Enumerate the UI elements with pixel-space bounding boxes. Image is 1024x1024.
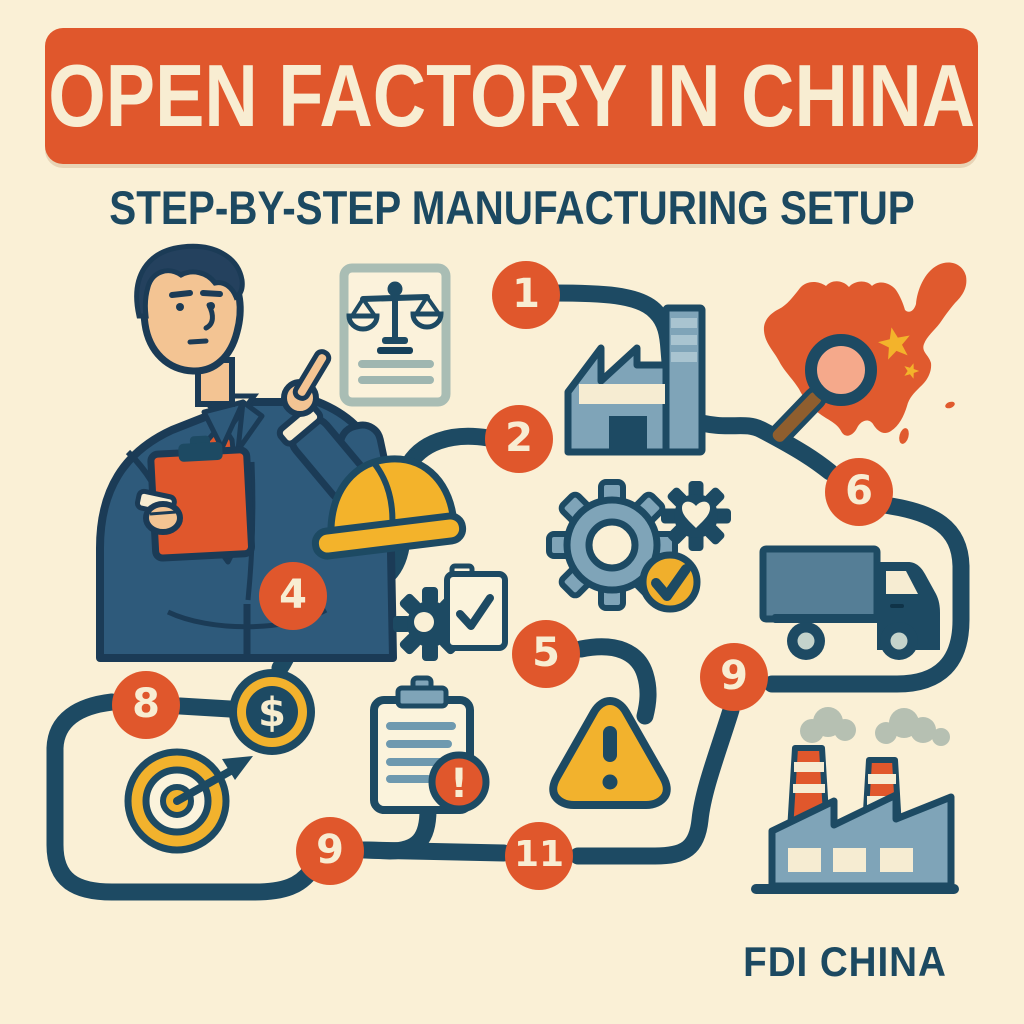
factory-building-icon — [564, 304, 706, 456]
scales-of-justice-icon — [346, 281, 444, 343]
alert-badge — [428, 751, 490, 813]
large-star-icon — [878, 327, 910, 360]
step-badge-2: 2 — [485, 405, 553, 473]
step-badge-1: 1 — [492, 261, 560, 329]
step-badge-8: 8 — [112, 671, 180, 739]
brand-footer: FDI CHINA — [743, 938, 947, 985]
gears-approval-icon — [546, 479, 731, 613]
target-arrow-icon — [124, 748, 253, 854]
poster-subtitle: STEP-BY-STEP MANUFACTURING SETUP — [109, 181, 915, 234]
step-badge-6: 6 — [825, 458, 893, 526]
warning-triangle-icon — [549, 697, 671, 809]
smokestack-factory-icon — [751, 707, 959, 894]
step-badge-11: 11 — [505, 822, 573, 890]
smoke-clouds — [800, 707, 950, 746]
gear-document-icon — [393, 563, 508, 661]
hair — [134, 243, 245, 319]
approval-check-circle — [639, 551, 701, 613]
small-star-icon — [904, 363, 920, 379]
heart-check-cutout — [682, 501, 710, 528]
pointing-finger — [292, 349, 332, 401]
arrowhead — [222, 756, 253, 780]
left-hand — [143, 501, 183, 535]
poster-title: OPEN FACTORY IN CHINA — [48, 46, 975, 145]
magnifier-lens — [805, 334, 877, 406]
dollar-coin-icon: $ — [229, 669, 315, 755]
legal-document-icon — [339, 263, 451, 407]
checkmark-icon — [651, 564, 691, 601]
step-badge-9-truck: 9 — [700, 643, 768, 711]
clipboard-alert-icon: ! — [370, 675, 490, 814]
dollar-sign: $ — [258, 690, 286, 736]
step-badge-5: 5 — [512, 620, 580, 688]
china-map-magnifier-icon — [763, 262, 967, 447]
step-badge-9-clipboard: 9 — [296, 817, 364, 885]
delivery-truck-icon — [759, 545, 940, 660]
alert-exclamation: ! — [450, 761, 468, 807]
title-banner: OPEN FACTORY IN CHINA — [45, 28, 978, 164]
hard-hat-icon — [311, 455, 467, 560]
step-badge-4: 4 — [259, 562, 327, 630]
